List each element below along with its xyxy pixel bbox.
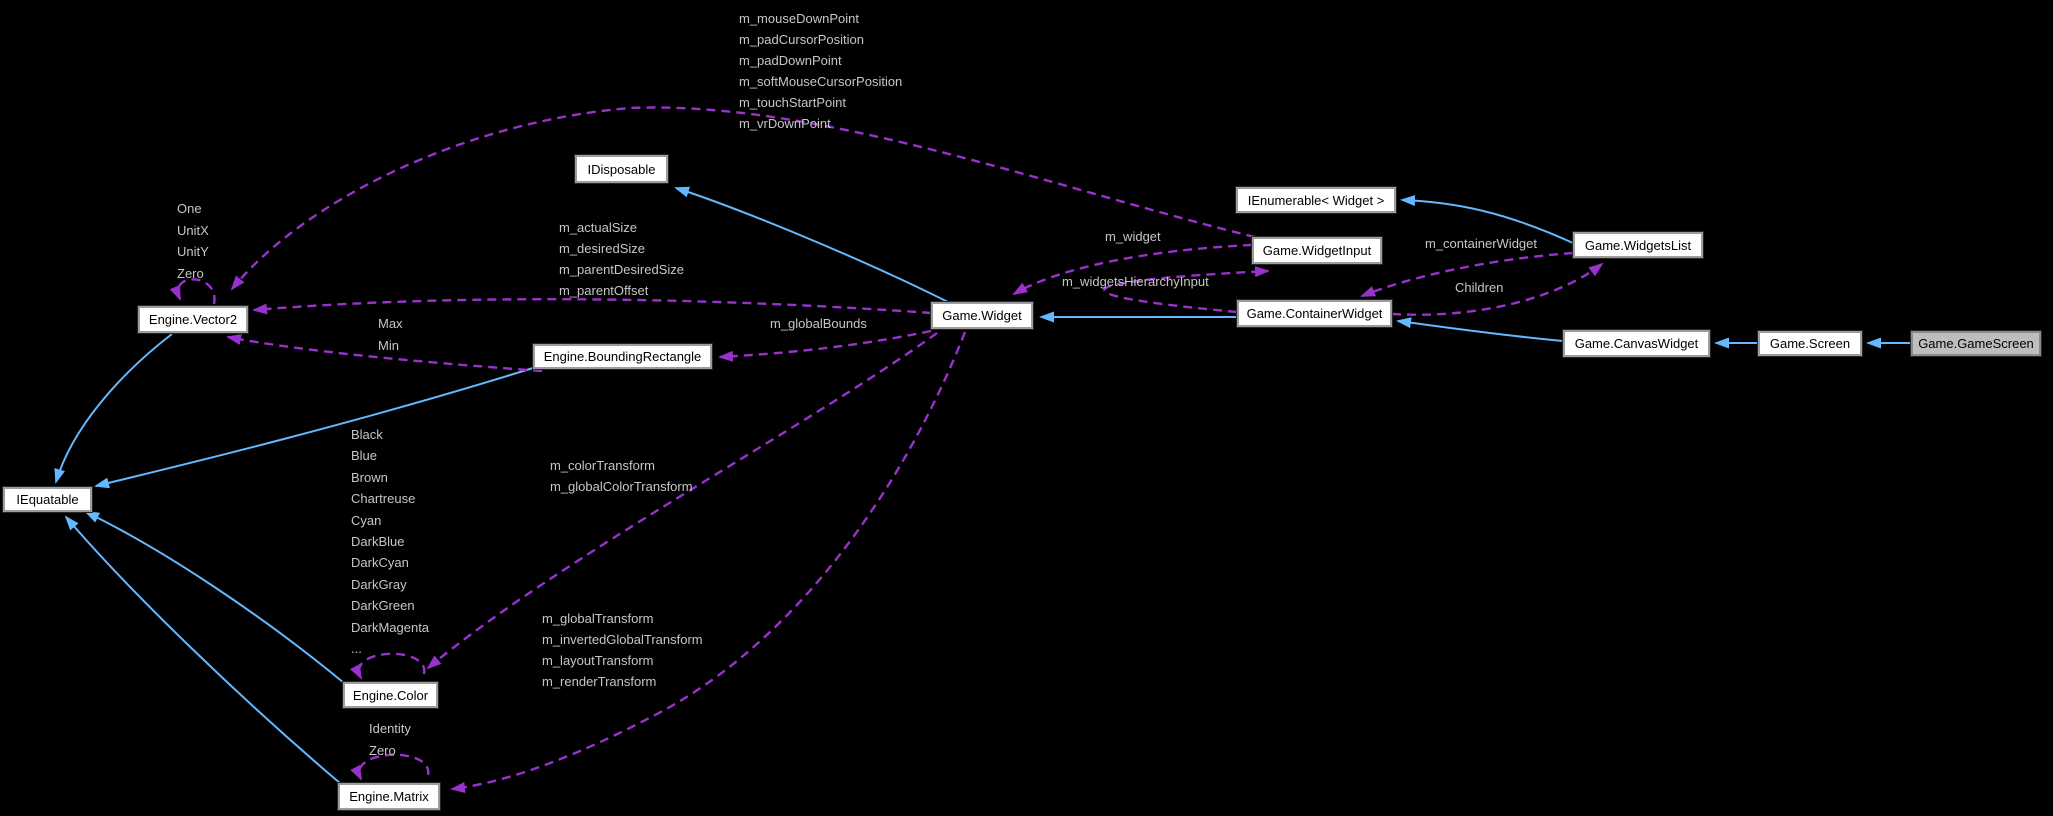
label-widgetinput-widget-field-line: m_widget bbox=[1105, 229, 1161, 244]
edge-widgetinput-to-widget bbox=[1012, 243, 1253, 296]
edge-containerwidget-to-widgetslist bbox=[1391, 262, 1604, 316]
label-vector2-static-fields-line: Zero bbox=[177, 265, 204, 281]
label-containerwidget-widgetinput-field-line: m_widgetsHierarchyInput bbox=[1062, 274, 1209, 289]
label-widget-vector2-fields-line: m_parentOffset bbox=[559, 283, 649, 298]
edge-color-self-loop bbox=[350, 652, 426, 680]
label-color-static-fields-line: DarkGray bbox=[351, 576, 407, 592]
label-color-static-fields-line: Brown bbox=[351, 469, 388, 485]
label-containerwidget-widgetslist-field-line: Children bbox=[1455, 280, 1504, 295]
label-widget-boundingrectangle-field: m_globalBounds bbox=[770, 316, 867, 337]
label-vector2-static-fields-line: UnitX bbox=[177, 222, 209, 238]
label-widget-vector2-fields-line: m_actualSize bbox=[559, 220, 638, 235]
label-widget-matrix-fields-line: m_invertedGlobalTransform bbox=[542, 632, 703, 647]
label-widgetinput-vector2-fields: m_mouseDownPoint m_padCursorPosition m_pad… bbox=[739, 11, 902, 137]
label-color-static-fields-line: DarkBlue bbox=[351, 533, 405, 549]
node-idisposable[interactable]: IDisposable bbox=[574, 154, 669, 184]
label-color-static-fields-line: Cyan bbox=[351, 512, 382, 528]
label-widget-matrix-fields-line: m_renderTransform bbox=[542, 674, 657, 689]
label-vector2-static-fields-line: One bbox=[177, 201, 202, 216]
edge-widget-to-color bbox=[426, 332, 938, 670]
edge-matrix-to-iequatable bbox=[64, 515, 342, 785]
label-containerwidget-widgetinput-field: m_widgetsHierarchyInput bbox=[1062, 274, 1209, 295]
node-canvaswidget[interactable]: Game.CanvasWidget bbox=[1562, 329, 1711, 358]
edge-widgetslist-to-ienumerable bbox=[1400, 194, 1574, 244]
label-color-static-fields-line: DarkMagenta bbox=[351, 619, 430, 635]
label-color-static-fields-line: DarkGreen bbox=[351, 598, 415, 614]
edge-widgetinput-to-vector2 bbox=[230, 106, 1256, 291]
label-boundingrectangle-vector2-fields-line: Min bbox=[378, 337, 399, 353]
label-color-static-fields-line: DarkCyan bbox=[351, 555, 409, 571]
label-matrix-static-fields-line: Identity bbox=[369, 721, 411, 736]
label-color-static-fields-line: Blue bbox=[351, 448, 378, 464]
edge-vector2-self-loop bbox=[169, 278, 216, 305]
label-widgetinput-vector2-fields-line: m_mouseDownPoint bbox=[739, 11, 859, 26]
label-widgetinput-vector2-fields-line: m_padCursorPosition bbox=[739, 32, 865, 47]
label-widget-boundingrectangle-field-line: m_globalBounds bbox=[770, 316, 867, 331]
label-widgetinput-widget-field: m_widget bbox=[1105, 229, 1161, 250]
edge-matrix-self-loop bbox=[350, 753, 430, 781]
label-containerwidget-widgetslist-field: Children bbox=[1455, 280, 1503, 301]
label-matrix-static-fields-line: Zero bbox=[369, 742, 396, 758]
label-widget-matrix-fields: m_globalTransform m_invertedGlobalTransfo… bbox=[542, 611, 703, 695]
edge-widget-to-matrix bbox=[450, 331, 967, 793]
node-color[interactable]: Engine.Color bbox=[342, 681, 439, 709]
label-color-static-fields-line: Chartreuse bbox=[351, 491, 416, 507]
label-boundingrectangle-vector2-fields-line: Max bbox=[378, 316, 403, 331]
label-widget-color-fields-line: m_colorTransform bbox=[550, 458, 655, 473]
edge-widget-to-boundingrectangle bbox=[718, 329, 932, 362]
label-widgetinput-vector2-fields-line: m_softMouseCursorPosition bbox=[739, 74, 903, 89]
label-widget-color-fields: m_colorTransform m_globalColorTransform bbox=[550, 458, 693, 500]
node-iequatable[interactable]: IEquatable bbox=[2, 486, 93, 513]
label-widget-vector2-fields-line: m_parentDesiredSize bbox=[559, 262, 685, 277]
edge-boundingrectangle-to-iequatable bbox=[94, 367, 534, 489]
label-widget-matrix-fields-line: m_layoutTransform bbox=[542, 653, 654, 668]
node-vector2[interactable]: Engine.Vector2 bbox=[137, 305, 249, 334]
label-color-static-fields-line: Black bbox=[351, 427, 383, 442]
label-widgetinput-vector2-fields-line: m_touchStartPoint bbox=[739, 95, 846, 110]
edge-widget-to-idisposable bbox=[674, 186, 949, 303]
label-vector2-static-fields-line: UnitY bbox=[177, 244, 209, 259]
label-widget-color-fields-line: m_globalColorTransform bbox=[550, 479, 693, 494]
node-matrix[interactable]: Engine.Matrix bbox=[337, 782, 441, 811]
label-color-static-fields-line: ... bbox=[351, 640, 362, 656]
label-widgetinput-vector2-fields-line: m_vrDownPoint bbox=[739, 116, 831, 131]
edge-widgetslist-to-containerwidget bbox=[1360, 251, 1574, 298]
edge-color-to-iequatable bbox=[84, 511, 345, 684]
edge-canvaswidget-to-containerwidget bbox=[1396, 317, 1564, 342]
node-ienumerable-widget[interactable]: IEnumerable< Widget > bbox=[1235, 186, 1397, 214]
node-widgetinput[interactable]: Game.WidgetInput bbox=[1251, 236, 1383, 265]
edge-containerwidget-to-widgetinput bbox=[1103, 266, 1270, 314]
node-widgetslist[interactable]: Game.WidgetsList bbox=[1572, 231, 1704, 259]
node-boundingrectangle[interactable]: Engine.BoundingRectangle bbox=[532, 343, 713, 370]
label-widgetinput-vector2-fields-line: m_padDownPoint bbox=[739, 53, 842, 68]
label-widget-vector2-fields: m_actualSize m_desiredSize m_parentDesired… bbox=[559, 220, 684, 304]
label-widgetslist-containerwidget-field-line: m_containerWidget bbox=[1425, 236, 1537, 251]
node-screen[interactable]: Game.Screen bbox=[1757, 330, 1863, 357]
node-gamescreen: Game.GameScreen bbox=[1910, 330, 2042, 357]
node-widget[interactable]: Game.Widget bbox=[930, 301, 1034, 330]
node-containerwidget[interactable]: Game.ContainerWidget bbox=[1236, 299, 1393, 328]
label-widget-matrix-fields-line: m_globalTransform bbox=[542, 611, 654, 626]
label-widgetslist-containerwidget-field: m_containerWidget bbox=[1425, 236, 1537, 257]
label-widget-vector2-fields-line: m_desiredSize bbox=[559, 241, 645, 256]
edge-vector2-to-iequatable bbox=[54, 333, 173, 484]
